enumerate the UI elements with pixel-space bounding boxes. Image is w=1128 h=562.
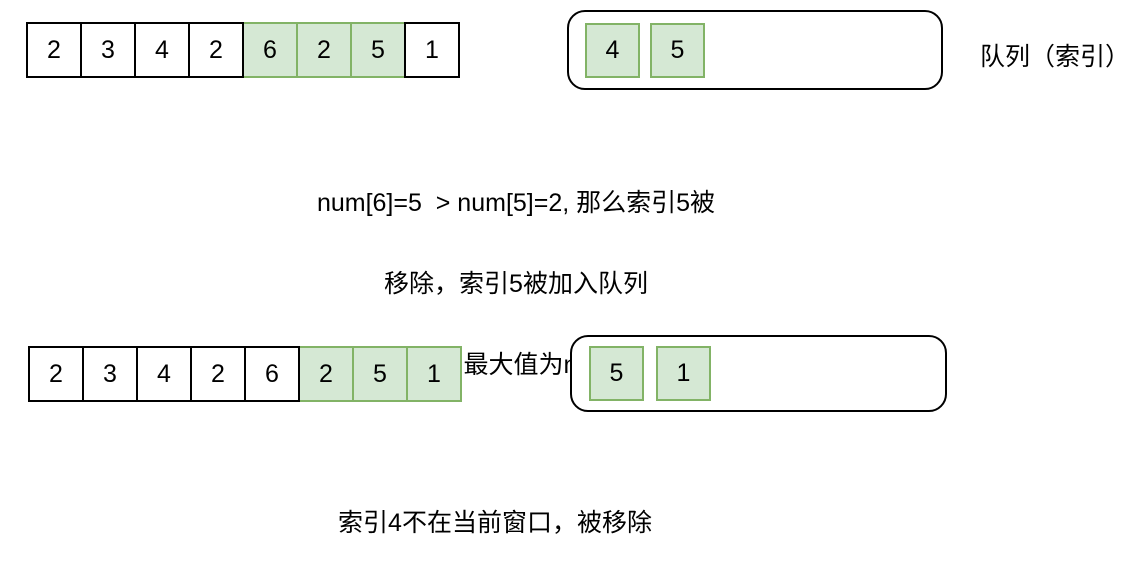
array-cell: 1 (406, 346, 462, 402)
array-cell: 2 (298, 346, 354, 402)
caption-line: num[6]=5 > num[5]=2, 那么索引5被 (316, 189, 716, 217)
array-cell: 3 (82, 346, 138, 402)
array-cell: 1 (404, 22, 460, 78)
array-cell: 2 (296, 22, 352, 78)
queue-cell: 5 (650, 22, 705, 78)
queue-cell: 5 (589, 346, 644, 401)
queue-label: 队列（索引） (980, 43, 1128, 71)
array-cell: 4 (134, 22, 190, 78)
queue-cell: 4 (585, 22, 640, 78)
step1-array: 2 3 4 2 6 2 5 1 (26, 22, 460, 78)
step2-array: 2 3 4 2 6 2 5 1 (28, 346, 462, 402)
array-cell: 6 (242, 22, 298, 78)
array-cell: 2 (188, 22, 244, 78)
array-cell: 3 (80, 22, 136, 78)
step2-caption: 索引4不在当前窗口，被移除 1<num[5]=5,1的索引值6被加入队列 当前窗… (280, 456, 710, 562)
caption-line: 索引4不在当前窗口，被移除 (338, 509, 652, 537)
step2-queue-box: 5 1 (570, 335, 947, 412)
array-cell: 2 (28, 346, 84, 402)
array-cell: 6 (244, 346, 300, 402)
array-cell: 2 (190, 346, 246, 402)
array-cell: 2 (26, 22, 82, 78)
array-cell: 4 (136, 346, 192, 402)
caption-line: 移除，索引5被加入队列 (384, 270, 648, 298)
array-cell: 5 (350, 22, 406, 78)
step1-queue-box: 4 5 (567, 10, 943, 90)
queue-cell: 1 (656, 346, 711, 401)
array-cell: 5 (352, 346, 408, 402)
